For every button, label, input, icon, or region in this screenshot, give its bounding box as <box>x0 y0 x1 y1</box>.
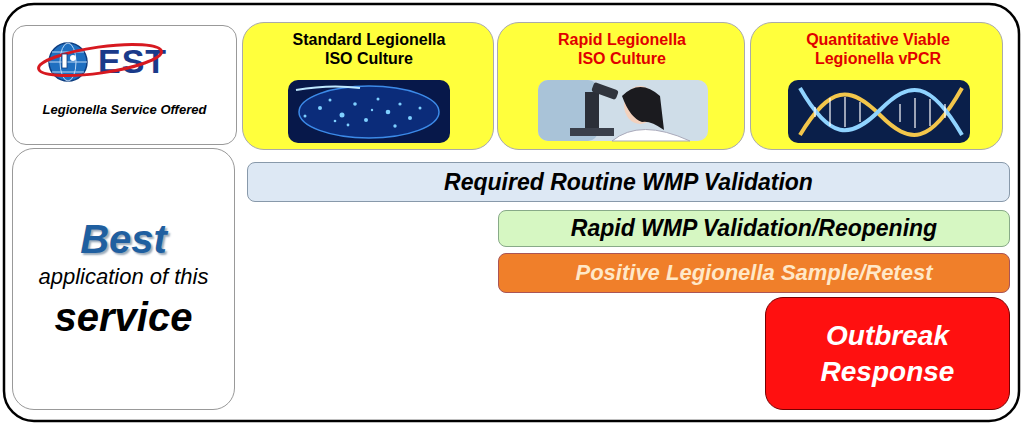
label-heading: Best <box>80 216 167 262</box>
band-text: Rapid WMP Validation/Reopening <box>571 215 937 242</box>
band-text: Positive Legionella Sample/Retest <box>575 260 932 286</box>
label-box: Bestapplication of thisservice <box>12 148 235 410</box>
band-text: Required Routine WMP Validation <box>444 169 813 196</box>
logo-text: EST <box>98 42 167 81</box>
label-text: application of this <box>39 262 209 292</box>
service-title: Quantitative Viable Legionella vPCR <box>783 30 973 68</box>
service-title: Rapid Legionella ISO Culture <box>542 30 702 68</box>
application-band: Rapid WMP Validation/Reopening <box>498 210 1010 247</box>
box-subtitle: Legionella Service Offered <box>13 102 236 117</box>
service-box: Rapid Legionella ISO Culture <box>497 22 745 150</box>
service-title: Standard Legionella ISO Culture <box>283 30 455 68</box>
service-box: Standard Legionella ISO Culture <box>242 22 494 150</box>
header-box: EST Legionella Service Offered <box>12 25 237 145</box>
outbreak-text: Outbreak Response <box>798 318 978 390</box>
application-band: Positive Legionella Sample/Retest <box>498 253 1010 293</box>
application-band: Required Routine WMP Validation <box>247 162 1010 202</box>
service-box: Quantitative Viable Legionella vPCR <box>750 22 1003 150</box>
outer-frame <box>4 4 1019 421</box>
outbreak-box: Outbreak Response <box>765 297 1010 410</box>
label-text: service <box>55 292 193 342</box>
